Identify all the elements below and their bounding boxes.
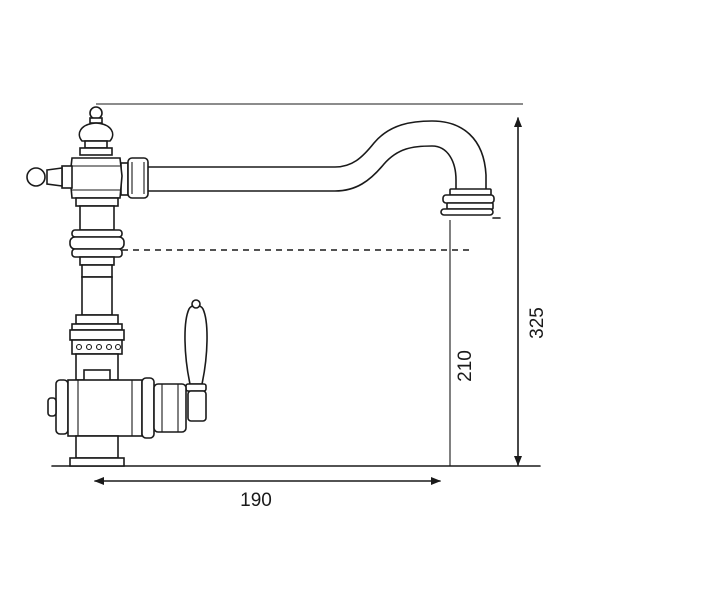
reach-label: 190 [240,490,272,511]
cartridge-body [47,377,187,439]
spout-height-label: 210 [455,350,476,382]
base [69,435,125,467]
reference-lines [51,103,541,467]
side-knob [26,165,73,189]
spout-collar [120,157,149,199]
dimension-arrows [94,117,522,485]
top-head [69,106,123,199]
spout [147,120,501,219]
total-height-label: 325 [527,307,548,339]
lever-handle [184,299,208,422]
column [69,197,125,383]
faucet [26,106,501,467]
